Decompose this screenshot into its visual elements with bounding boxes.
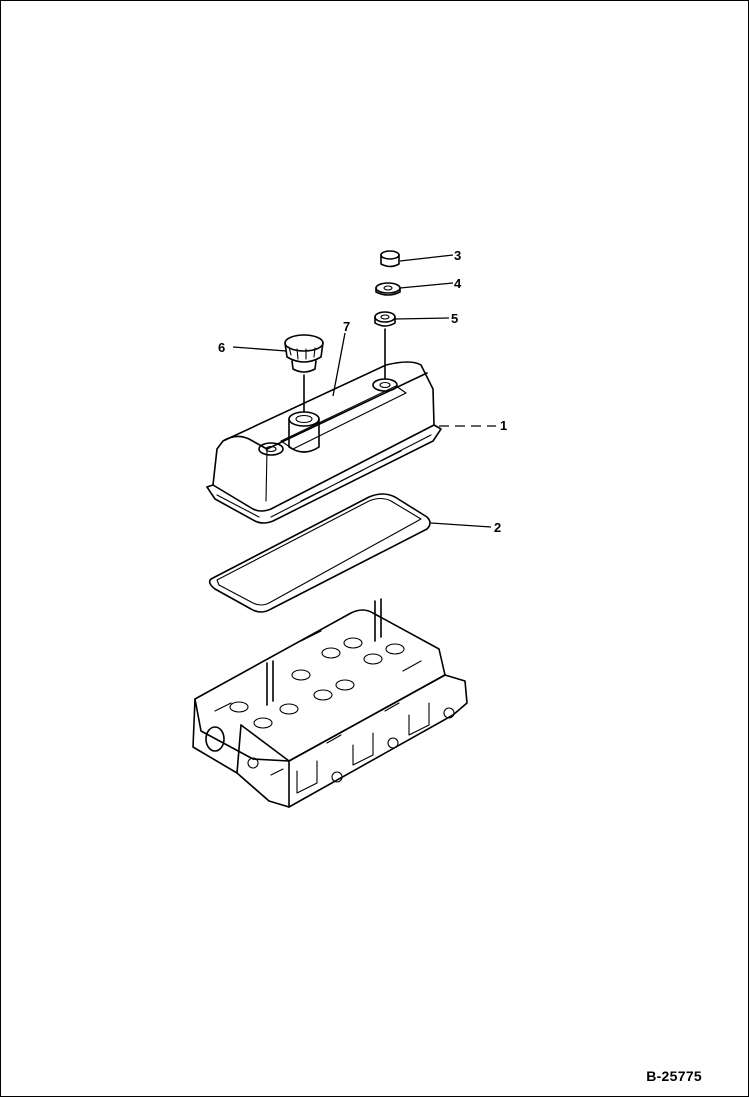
part-5-grommet: [374, 311, 396, 380]
callout-5: 5: [451, 311, 458, 326]
callout-1: 1: [500, 418, 507, 433]
callout-leaders: [232, 254, 496, 528]
part-4-washer: [375, 282, 401, 296]
part-3-cap-nut: [380, 250, 400, 268]
leader-7: [332, 332, 346, 397]
leader-6: [232, 346, 287, 352]
part-6-oil-filler-cap: [284, 334, 324, 412]
leader-3: [399, 254, 454, 262]
callout-4: 4: [454, 276, 462, 291]
part-2-gasket: [208, 493, 431, 613]
cylinder-head-reference: [192, 598, 468, 808]
leader-5: [394, 317, 450, 320]
callout-3: 3: [454, 248, 461, 263]
leader-2: [430, 522, 492, 528]
leader-4: [399, 282, 454, 289]
callout-7: 7: [343, 319, 350, 334]
drawing-number: B-25775: [646, 1068, 702, 1084]
callout-2: 2: [494, 520, 501, 535]
callout-6: 6: [218, 340, 225, 355]
part-1-valve-cover: [206, 361, 442, 524]
